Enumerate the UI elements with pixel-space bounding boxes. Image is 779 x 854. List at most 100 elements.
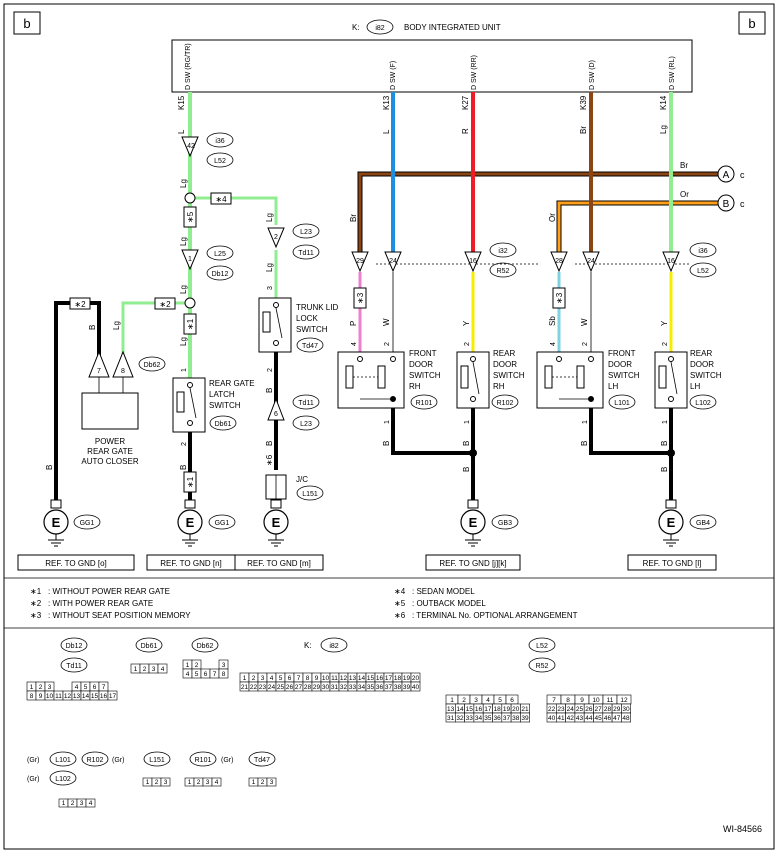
ref-gnd-n: REF. TO GND [n] [160, 559, 222, 568]
connector-cell-label: 40 [548, 715, 556, 722]
oval-r101 [410, 394, 438, 410]
note-5: ∗5 [186, 211, 195, 223]
pin-1-latch: 1 [181, 368, 188, 372]
oval-l52-right [689, 262, 717, 278]
connector-cell-label: 13 [73, 693, 81, 700]
connector-cell-label: 30 [322, 684, 330, 691]
label-db61: Db61 [215, 421, 232, 428]
pin-k15-color: L [177, 129, 186, 134]
connector-cell-label: 3 [80, 800, 84, 807]
splice-2 [184, 297, 196, 309]
junction-rh [469, 449, 477, 457]
connector-cell-label: 8 [566, 697, 570, 704]
connector-cell-label: 6 [288, 675, 292, 682]
connector-cell-label: 10 [592, 697, 600, 704]
connector-cell-label: 11 [607, 697, 614, 704]
connector-cell-label: 22 [250, 684, 258, 691]
connector-cell-label: 4 [75, 684, 79, 691]
wire-label-b-latch: B [179, 465, 188, 470]
ground-e-5: E [667, 515, 676, 530]
oval-l101-view [49, 751, 77, 767]
body-integrated-unit-box [171, 39, 693, 93]
wire-or [557, 201, 718, 252]
wire-label-b-trunk-2: B [265, 441, 274, 446]
trunk-switch-contact [262, 311, 271, 333]
oval-r102-view [81, 751, 109, 767]
connector-cell-label: 3 [261, 675, 265, 682]
wire-label-lg-2: Lg [179, 237, 188, 246]
oval-r52-view [528, 657, 556, 673]
label-l52-left: L52 [214, 158, 226, 165]
connector-cell-label: 23 [557, 706, 565, 713]
offpage-b [717, 194, 735, 212]
connector-cell-label: 1 [450, 697, 454, 704]
wire-label-sb: Sb [548, 316, 557, 326]
connector-cell-label: 2 [197, 779, 201, 786]
connector-cell-label: 27 [595, 706, 603, 713]
connector-cell-label: 15 [466, 706, 474, 713]
connector-cell-label: 42 [567, 715, 575, 722]
wire-label-y-rh: Y [462, 320, 471, 326]
connector-cell-label: 2 [155, 779, 159, 786]
note-3-lh: ∗3 [555, 292, 564, 304]
label-db12-view: Db12 [66, 643, 83, 650]
connector-cell-label: 9 [315, 675, 319, 682]
pin-1-fdlh: 1 [582, 420, 589, 424]
k-prefix-view: K: [304, 641, 312, 650]
connector-cell-label: 3 [164, 779, 168, 786]
corner-label-left: b [23, 16, 30, 31]
oval-db61-view [135, 637, 163, 653]
wire-b-fd-rh [391, 408, 473, 455]
note-box-3-lh [552, 287, 566, 309]
connector-cell-label: 48 [622, 715, 630, 722]
latch-label-1: REAR GATE [209, 379, 255, 388]
connector-l23-top [267, 227, 285, 249]
gr-2: (Gr) [112, 757, 124, 764]
connector-cell-label: 6 [93, 684, 97, 691]
connector-cell-label: 36 [494, 715, 502, 722]
connector-cell-label: 32 [340, 684, 348, 691]
oval-l102 [689, 394, 717, 410]
note-2b: ∗2 [159, 300, 171, 309]
connector-cell-label: 25 [277, 684, 285, 691]
connector-cell-label: 4 [186, 671, 190, 678]
connector-cell-label: 4 [89, 800, 93, 807]
legend-mark-3: ∗3 [30, 611, 42, 620]
latch-label-3: SWITCH [209, 401, 241, 410]
pin-k27: K27 [461, 95, 470, 110]
oval-gg1-b [208, 514, 236, 530]
fdrh-label-3: SWITCH [409, 371, 441, 380]
pin-4-fdlh: 4 [550, 342, 557, 346]
connector-cell-label: 38 [394, 684, 402, 691]
ref-gnd-l: REF. TO GND [l] [643, 559, 702, 568]
oval-l23-top [292, 223, 320, 239]
ground-jc: E [263, 499, 289, 547]
label-r102: R102 [497, 400, 514, 407]
connector-cell-label: 27 [295, 684, 303, 691]
oval-l23-bottom [292, 415, 320, 431]
pin-k39-color: Br [579, 126, 588, 134]
connector-cell-label: 9 [39, 693, 43, 700]
connector-cell-label: 5 [195, 671, 199, 678]
connector-cell-label: 1 [146, 779, 150, 786]
connector-cell [107, 690, 118, 701]
wire-label-lg-trunk-2: Lg [265, 263, 274, 272]
connector-cell-label: 37 [503, 715, 511, 722]
label-db12: Db12 [212, 271, 229, 278]
connector-cell-label: 20 [412, 675, 420, 682]
wire-label-b-gg1a: B [45, 465, 54, 470]
connector-lh-16 [662, 251, 680, 273]
connector-cell-label: 24 [268, 684, 276, 691]
connector-cell-label: 13 [349, 675, 357, 682]
connector-rh-29 [351, 251, 369, 273]
label-db62: Db62 [144, 362, 161, 369]
ground-gg1-a: E [43, 499, 69, 547]
note-box-1b [183, 471, 197, 493]
fdlh-label-3: SWITCH [608, 371, 640, 380]
wire-lg-closer [121, 301, 190, 360]
unit-title: BODY INTEGRATED UNIT [404, 23, 501, 32]
connector-cell-label: 6 [204, 671, 208, 678]
rdlh-label-3: SWITCH [690, 371, 722, 380]
